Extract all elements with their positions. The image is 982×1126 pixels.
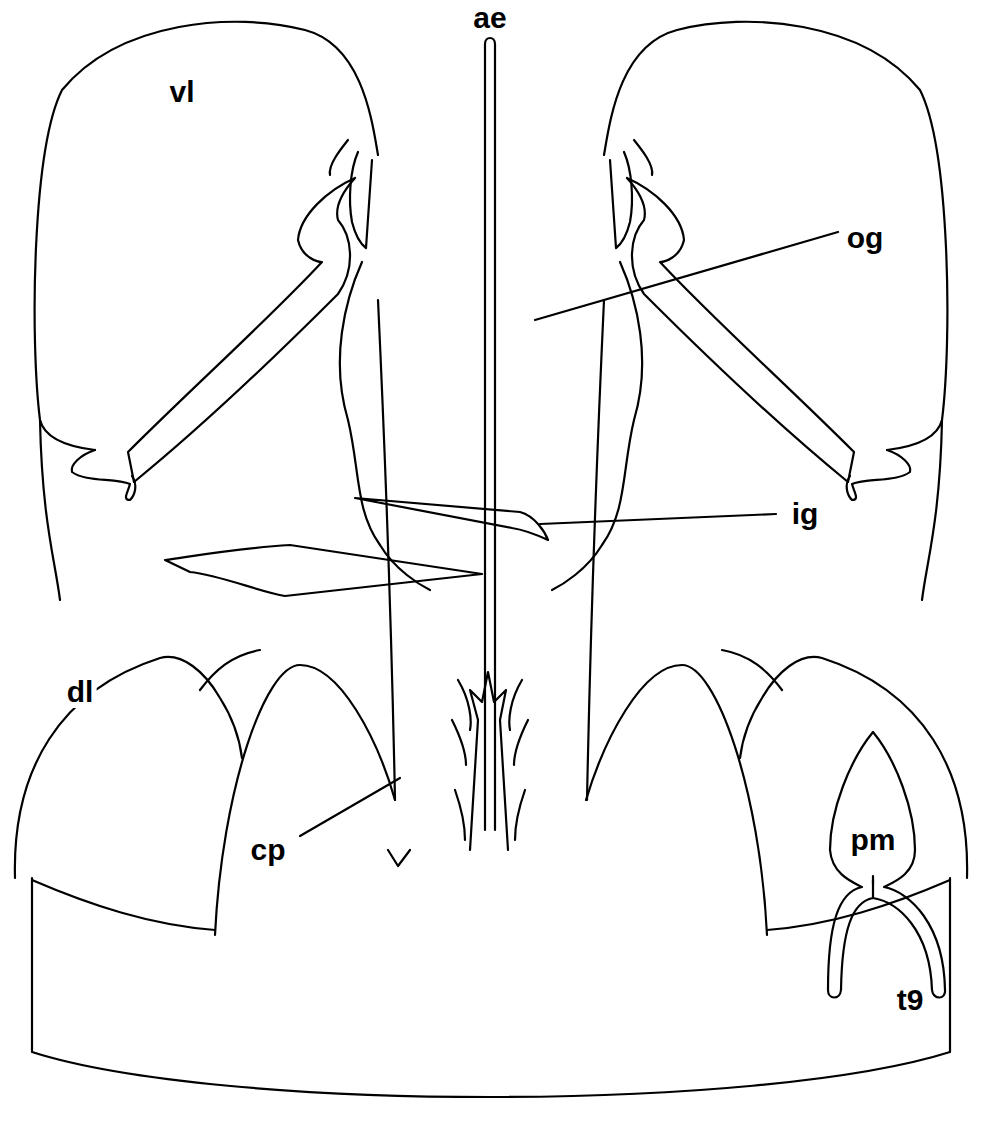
part-label: cp: [247, 834, 288, 866]
dorsal-lobe: [15, 657, 242, 878]
spiny-process: [470, 672, 508, 850]
spines: [452, 680, 528, 840]
t9-fold: [32, 880, 215, 930]
process-outline: [828, 732, 945, 998]
tergum-9: [32, 878, 950, 1097]
half-structures: [15, 22, 430, 930]
part-label: og: [844, 222, 887, 254]
leader-line: [535, 232, 838, 320]
inferior-gonopod-spike: [355, 498, 548, 540]
ventral-lobe: [35, 22, 378, 450]
part-label: ig: [789, 498, 822, 530]
part-label: ae: [470, 2, 509, 34]
dorsal-inner: [200, 650, 260, 690]
outer-gonopod: [128, 178, 355, 482]
inner-band: [340, 262, 430, 590]
pm-tick: [872, 876, 874, 884]
leader-line: [300, 778, 400, 836]
part-label: pm: [848, 824, 899, 856]
leader-line: [540, 514, 776, 524]
part-label: vl: [166, 76, 197, 108]
aedeagus: [485, 38, 495, 830]
v-mark: [388, 850, 410, 866]
part-label: t9: [894, 984, 927, 1016]
lobe-side: [40, 420, 60, 600]
part-label: dl: [64, 676, 97, 708]
phallic-side: [378, 300, 395, 800]
inferior-gonopod-spike: [165, 545, 482, 596]
lobe-projection: [72, 450, 136, 500]
central-plate: [215, 665, 767, 935]
inner-hook: [330, 140, 372, 248]
